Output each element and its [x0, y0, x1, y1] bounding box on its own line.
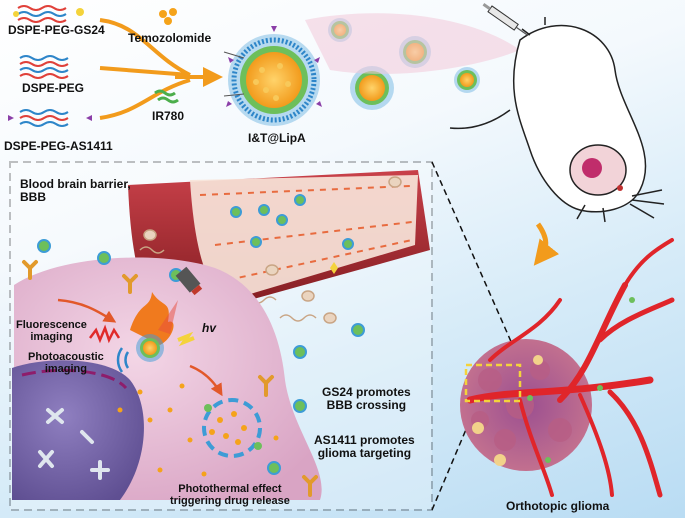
label-bbb: Blood brain barrier, BBB [20, 178, 131, 203]
hv-lightning [177, 331, 195, 347]
label-fluorescence-line2: imaging [30, 330, 73, 343]
glioma-tumor [460, 238, 675, 498]
lipid-chains-peg [19, 55, 69, 79]
receptors [22, 260, 318, 497]
label-orthotopic-glioma: Orthotopic glioma [506, 499, 610, 513]
syringe-icon [482, 3, 529, 36]
astrocytes [139, 176, 402, 324]
label-it-lipa: I&T@LipA [248, 131, 306, 145]
label-bbb-line1: Blood brain barrier, [20, 177, 131, 191]
irradiated-nanoparticle [130, 292, 174, 362]
zoom-box [464, 363, 522, 403]
label-photoacoustic-line2: imaging [44, 362, 87, 375]
label-photothermal: Photothermal effect triggering drug rele… [170, 483, 290, 507]
label-ir780: IR780 [152, 109, 185, 123]
lipid-chains-gs24 [13, 5, 84, 23]
drug-release-liposome [202, 398, 262, 458]
laser-beam [158, 300, 178, 334]
label-as1411-line2: glioma targeting [317, 445, 412, 460]
label-photoacoustic: Photoacoustic imaging [28, 351, 104, 375]
laser-icon [175, 266, 203, 296]
temozolomide-molecules [159, 8, 177, 25]
label-dspe-peg-gs24: DSPE-PEG-GS24 [8, 23, 105, 37]
released-drug [117, 383, 279, 477]
label-fluorescence-line1: Fluorescence [16, 319, 87, 331]
assembly-arrows [99, 18, 223, 120]
label-fluorescence: Fluorescence imaging [16, 319, 87, 343]
label-hv: hv [202, 321, 217, 335]
arrow-to-glioma [533, 222, 560, 266]
ir780-molecules [154, 89, 179, 104]
label-photothermal-line1: Photothermal effect [178, 483, 282, 495]
label-temozolomide: Temozolomide [128, 31, 212, 45]
mouse-illustration [449, 17, 665, 223]
label-as1411: AS1411 promotes glioma targeting [314, 434, 415, 459]
label-gs24: GS24 promotes BBB crossing [322, 386, 411, 411]
injection-plume [305, 13, 520, 74]
zoom-guide-lines [431, 161, 521, 511]
release-arrow [189, 364, 223, 397]
lipid-chains-as1411 [8, 109, 92, 127]
uptake-arrow [57, 298, 117, 323]
fluorescence-wave [89, 324, 121, 344]
label-gs24-line2: BBB crossing [326, 397, 407, 412]
free-nanoparticles [37, 239, 365, 475]
label-photoacoustic-line1: Photoacoustic [28, 351, 104, 363]
label-photothermal-line2: triggering drug release [170, 494, 290, 507]
label-dspe-peg-as1411: DSPE-PEG-AS1411 [4, 139, 113, 153]
label-bbb-line2: BBB [20, 189, 46, 204]
acoustic-wave [116, 347, 130, 373]
label-dspe-peg: DSPE-PEG [22, 81, 85, 95]
liposome-large [226, 26, 322, 126]
chromosomes [38, 408, 110, 480]
label-as1411-line1: AS1411 promotes [314, 433, 415, 447]
label-gs24-line1: GS24 promotes [322, 385, 411, 399]
